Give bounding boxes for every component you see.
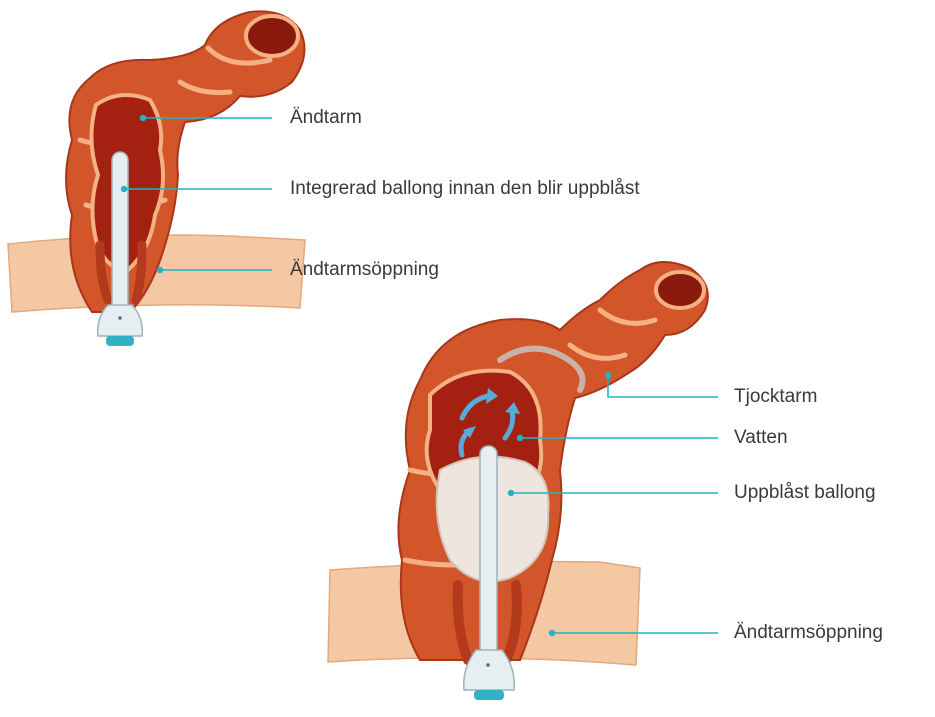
label-anus-2: Ändtarmsöppning <box>734 622 883 644</box>
colon-opening-1 <box>246 16 298 56</box>
leader-dot-rectum-1 <box>140 115 146 121</box>
colon-opening-2 <box>656 272 704 308</box>
catheter-tip-2 <box>474 690 504 700</box>
label-balloon-before-inflation: Integrerad ballong innan den blir uppblå… <box>290 178 640 200</box>
catheter-shaft-2 <box>480 446 497 656</box>
leader-dot-anus-2 <box>549 630 555 636</box>
leader-dot-balloon-2 <box>508 490 514 496</box>
illustration-after-inflation <box>328 262 708 700</box>
leader-colon-2 <box>608 375 718 397</box>
leader-dot-anus-1 <box>157 267 163 273</box>
label-anus-1: Ändtarmsöppning <box>290 259 439 281</box>
catheter-shaft-1 <box>112 152 128 312</box>
label-inflated-balloon: Uppblåst ballong <box>734 482 876 504</box>
catheter-tip-1 <box>106 336 134 346</box>
label-colon-2: Tjocktarm <box>734 386 817 408</box>
leader-dot-colon-2 <box>605 372 611 378</box>
label-water-2: Vatten <box>734 427 788 449</box>
label-rectum-1: Ändtarm <box>290 107 362 129</box>
leader-dot-water-2 <box>517 435 523 441</box>
catheter-base-1 <box>98 305 143 336</box>
catheter-dot-1 <box>118 316 122 320</box>
catheter-base-2 <box>464 650 515 690</box>
leader-dot-balloon-1 <box>121 186 127 192</box>
illustration-before-inflation <box>8 11 305 346</box>
catheter-dot-2 <box>486 663 490 667</box>
